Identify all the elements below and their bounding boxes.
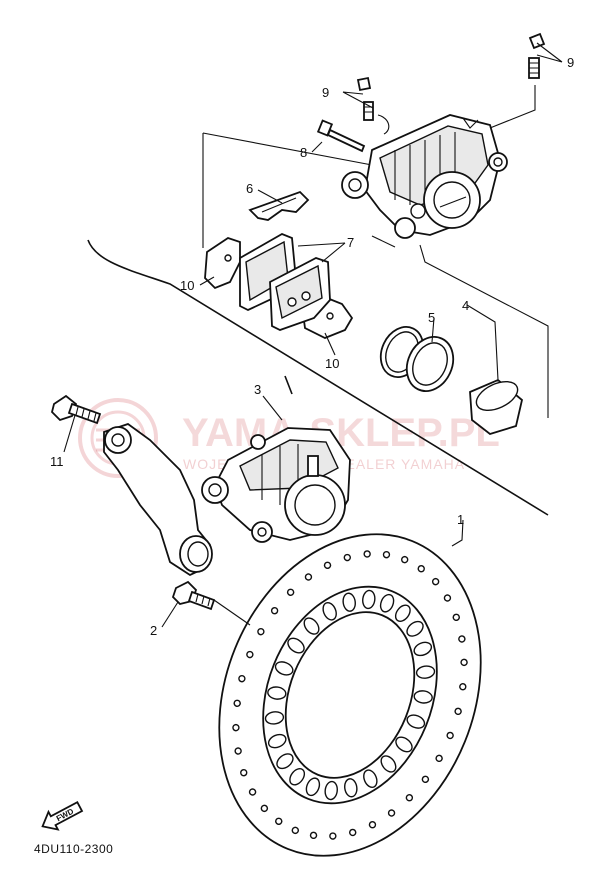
boundary-tick <box>284 375 293 395</box>
bracket-frame-upper <box>202 132 549 418</box>
callout-7: 7 <box>347 235 354 250</box>
disc-vents <box>264 589 436 801</box>
disc-drill-hole <box>368 821 377 829</box>
bleed-screw-left <box>356 76 390 135</box>
disc-drill-hole <box>286 588 295 596</box>
disc-vent-slot <box>413 641 433 657</box>
caliper-piston <box>469 378 524 435</box>
disc-drill-hole <box>240 768 248 777</box>
disc-drill-hole <box>248 788 257 796</box>
callout-11: 11 <box>50 454 64 469</box>
disc-drill-hole <box>260 804 269 813</box>
disc-vent-slot <box>287 637 305 654</box>
disc-drill-hole <box>234 747 242 755</box>
callout-labels: 1 2 3 4 5 6 7 8 9 9 10 10 11 <box>50 55 574 638</box>
disc-drill-hole <box>232 723 240 732</box>
callout-3: 3 <box>254 382 261 397</box>
disc-vent-slot <box>276 753 294 770</box>
bolt-2 <box>171 580 216 611</box>
disc-vent-slot <box>267 686 287 700</box>
disc-vent-slot <box>324 780 338 801</box>
disc-vent-slot <box>406 714 426 729</box>
diagram-code: 4DU110-2300 <box>34 842 113 856</box>
callout-4: 4 <box>462 298 469 313</box>
disc-drill-hole <box>270 606 279 615</box>
disc-holes <box>232 550 468 840</box>
disc-drill-hole <box>443 594 452 602</box>
disc-vent-slot <box>267 733 287 749</box>
disc-vent-slot <box>274 661 294 676</box>
disc-drill-hole <box>458 635 466 643</box>
disc-vent-slot <box>395 736 413 753</box>
disc-vent-slot <box>413 690 433 704</box>
disc-drill-hole <box>275 817 283 825</box>
pad-spring <box>248 190 310 221</box>
pad-pin <box>316 119 366 153</box>
brake-caliper-lower <box>201 427 351 543</box>
assembly-boundary-line <box>87 239 549 516</box>
disc-drill-hole <box>446 731 454 740</box>
disc-drill-hole <box>323 561 332 569</box>
callout-1: 1 <box>457 512 464 527</box>
disc-vent-slot <box>415 665 436 679</box>
disc-drill-hole <box>400 555 409 564</box>
disc-vent-slot <box>289 768 306 786</box>
caliper-bracket <box>103 422 213 577</box>
brake-disc <box>218 533 482 857</box>
disc-drill-hole <box>238 674 246 683</box>
callout-5: 5 <box>428 310 435 325</box>
callout-6: 6 <box>246 181 253 196</box>
disc-vent-slot <box>322 601 337 621</box>
disc-drill-hole <box>343 553 351 562</box>
brake-caliper-upper <box>341 114 508 239</box>
disc-drill-hole <box>233 699 241 707</box>
disc-drill-hole <box>349 828 357 837</box>
callout-10-left: 10 <box>180 278 194 293</box>
disc-vent-slot <box>406 620 424 637</box>
disc-drill-hole <box>460 658 468 667</box>
disc-vent-slot <box>379 593 395 613</box>
disc-drill-hole <box>454 707 462 716</box>
disc-drill-hole <box>421 775 430 784</box>
disc-drill-hole <box>291 826 300 835</box>
callout-8: 8 <box>300 145 307 160</box>
disc-vent-slot <box>363 769 378 789</box>
disc-drill-hole <box>431 577 440 586</box>
disc-vent-slot <box>264 711 285 725</box>
bolt-11 <box>51 394 102 425</box>
callout-10-right: 10 <box>325 356 339 371</box>
disc-vent-slot <box>362 589 376 610</box>
disc-vent-slot <box>344 778 358 798</box>
disc-drill-hole <box>257 627 265 636</box>
disc-drill-hole <box>382 550 391 559</box>
disc-drill-hole <box>459 683 467 691</box>
disc-drill-hole <box>329 832 337 840</box>
disc-drill-hole <box>309 831 318 840</box>
disc-vent-slot <box>305 777 321 797</box>
bleed-screw-upper <box>489 32 546 129</box>
disc-drill-hole <box>387 809 396 817</box>
disc-drill-hole <box>417 565 425 573</box>
disc-drill-hole <box>452 613 460 622</box>
disc-drill-hole <box>435 754 443 763</box>
disc-drill-hole <box>246 650 254 659</box>
disc-vent-slot <box>380 755 397 773</box>
brake-pad-outer <box>269 257 331 331</box>
disc-drill-hole <box>405 794 414 802</box>
pad-shim-left <box>204 237 241 290</box>
disc-vent-slot <box>303 617 320 635</box>
callout-2: 2 <box>150 623 157 638</box>
disc-leader <box>213 599 251 626</box>
callout-9-left: 9 <box>322 85 329 100</box>
forward-arrow-icon: FWD <box>41 800 84 831</box>
callout-9-right: 9 <box>567 55 574 70</box>
disc-drill-hole <box>304 573 313 581</box>
disc-vent-slot <box>342 592 356 612</box>
disc-vent-slot <box>394 604 411 622</box>
disc-drill-hole <box>363 550 371 558</box>
piston-seal-kit <box>379 326 455 392</box>
leader-lines <box>63 42 563 628</box>
